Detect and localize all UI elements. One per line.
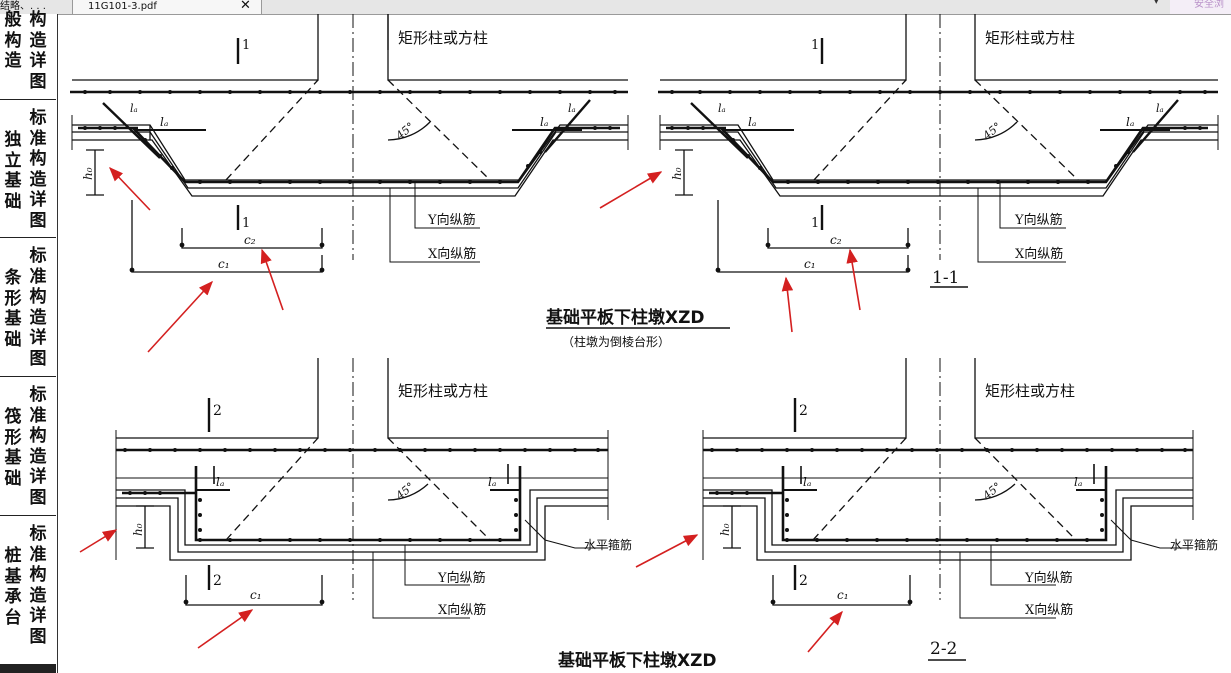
anchorage-label: lₐ	[488, 475, 496, 489]
section-mark-number: 2	[213, 573, 222, 589]
anchorage-label: lₐ	[1126, 115, 1134, 129]
bottom-right-pier-detail	[702, 358, 1194, 661]
red-arrow-1	[109, 166, 151, 211]
sidebar-item-text: 桩基承台	[4, 546, 22, 628]
sidebar-item-text: 构造详图	[29, 10, 47, 92]
anchorage-label: lₐ	[130, 102, 138, 115]
x-bar-label: X向纵筋	[1025, 602, 1073, 618]
h0-label: h₀	[131, 523, 145, 536]
red-arrow-7	[79, 529, 118, 553]
y-bar-label: Y向纵筋	[1014, 212, 1063, 228]
top-figure-subtitle: （柱墩为倒棱台形）	[562, 334, 670, 349]
h0-label: h₀	[81, 167, 95, 180]
h0-label: h₀	[670, 167, 684, 180]
anchorage-label: lₐ	[803, 475, 811, 489]
tab-previous-document[interactable]: 结略、. . .	[0, 0, 72, 14]
stirrup-label: 水平箍筋	[584, 537, 632, 552]
red-arrow-5	[781, 276, 794, 333]
stirrup-label: 水平箍筋	[1170, 537, 1218, 552]
anchorage-label: lₐ	[540, 115, 548, 129]
y-bar-label: Y向纵筋	[1024, 570, 1073, 586]
sidebar-item-text: 标准构造详图	[29, 385, 47, 508]
red-arrow-2	[147, 280, 213, 353]
construction-drawing: 矩形柱或方柱 矩形柱或方柱 矩形柱或方柱 矩形柱或方柱 45° 45° 45° …	[70, 14, 1219, 671]
close-tab-icon[interactable]: ✕	[240, 0, 251, 13]
c2-dimension-label: c₂	[244, 233, 256, 247]
tab-active-label: 11G101-3.pdf	[88, 1, 157, 12]
tab-active-document[interactable]: 11G101-3.pdf ✕	[72, 0, 262, 14]
bottom-figure-title: 基础平板下柱墩XZD	[557, 650, 717, 671]
section-mark-number: 1	[242, 38, 250, 53]
c1-dimension-label: c₁	[218, 257, 230, 271]
tab-list-chevron-icon[interactable]: ▾	[1154, 0, 1159, 7]
section-title: 1-1	[932, 268, 959, 288]
sidebar-item-general[interactable]: 般构造 构造详图	[0, 10, 56, 100]
sidebar-item-text: 独立基础	[4, 130, 22, 212]
column-label: 矩形柱或方柱	[398, 29, 488, 47]
bottom-left-pier-detail	[115, 358, 609, 619]
red-arrow-6	[846, 248, 861, 311]
section-mark-number: 2	[799, 403, 808, 419]
anchorage-label: lₐ	[1156, 102, 1164, 115]
sidebar-item-isolated-foundation[interactable]: 独立基础 标准构造详图	[0, 100, 56, 238]
section-mark-number: 1	[811, 216, 819, 231]
x-bar-label: X向纵筋	[438, 602, 486, 618]
anchorage-label: lₐ	[160, 115, 168, 129]
h0-label: h₀	[718, 523, 732, 536]
section-title: 2-2	[930, 639, 957, 659]
top-left-pier-detail	[70, 14, 629, 273]
sidebar-item-text: 条形基础	[4, 268, 22, 350]
section-mark-number: 2	[213, 403, 222, 419]
c1-dimension-label: c₁	[250, 588, 262, 602]
red-annotation-arrows	[79, 166, 861, 653]
c2-dimension-label: c₂	[830, 233, 842, 247]
column-label: 矩形柱或方柱	[985, 29, 1075, 47]
top-figure-title: 基础平板下柱墩XZD	[545, 307, 705, 328]
sidebar-item-pile-cap[interactable]: 桩基承台 标准构造详图	[0, 516, 56, 665]
sidebar-item-strip-foundation[interactable]: 条形基础 标准构造详图	[0, 238, 56, 377]
section-mark-number: 2	[799, 573, 808, 589]
column-label: 矩形柱或方柱	[985, 382, 1075, 400]
pdf-page-view[interactable]: 矩形柱或方柱 矩形柱或方柱 矩形柱或方柱 矩形柱或方柱 45° 45° 45° …	[57, 14, 1231, 673]
anchorage-label: lₐ	[568, 102, 576, 115]
chapter-sidebar: 般构造 构造详图 独立基础 标准构造详图 条形基础 标准构造详图 筏形基础 标准…	[0, 10, 58, 673]
sidebar-item-text: 标准构造详图	[29, 246, 47, 369]
y-bar-label: Y向纵筋	[437, 570, 486, 586]
c1-dimension-label: c₁	[837, 588, 849, 602]
red-arrow-8	[197, 609, 254, 649]
x-bar-label: X向纵筋	[1015, 246, 1063, 262]
red-arrow-9	[635, 534, 699, 568]
sidebar-item-text: 标准构造详图	[29, 524, 47, 647]
red-arrow-4	[599, 171, 663, 209]
sidebar-item-text: 标准构造详图	[29, 108, 47, 231]
top-right-pier-detail	[658, 14, 1219, 288]
browser-extension-button[interactable]: 安全浏	[1170, 0, 1231, 14]
x-bar-label: X向纵筋	[428, 246, 476, 262]
sidebar-item-text: 般构造	[4, 10, 22, 71]
section-mark-number: 1	[811, 38, 819, 53]
anchorage-label: lₐ	[718, 102, 726, 115]
sidebar-item-text: 筏形基础	[4, 407, 22, 489]
anchorage-label: lₐ	[1074, 475, 1082, 489]
column-label: 矩形柱或方柱	[398, 382, 488, 400]
red-arrow-10	[807, 610, 843, 653]
sidebar-item-next-partial[interactable]	[0, 665, 56, 673]
y-bar-label: Y向纵筋	[427, 212, 476, 228]
tab-previous-label: 结略、. . .	[0, 1, 46, 12]
extension-label: 安全浏	[1194, 0, 1224, 10]
document-tab-bar: 结略、. . . 11G101-3.pdf ✕ ▾ 安全浏	[0, 0, 1231, 15]
anchorage-label: lₐ	[216, 475, 224, 489]
c1-dimension-label: c₁	[804, 257, 816, 271]
sidebar-item-raft-foundation[interactable]: 筏形基础 标准构造详图	[0, 377, 56, 516]
section-mark-number: 1	[242, 216, 250, 231]
anchorage-label: lₐ	[748, 115, 756, 129]
red-arrow-3	[260, 248, 284, 311]
